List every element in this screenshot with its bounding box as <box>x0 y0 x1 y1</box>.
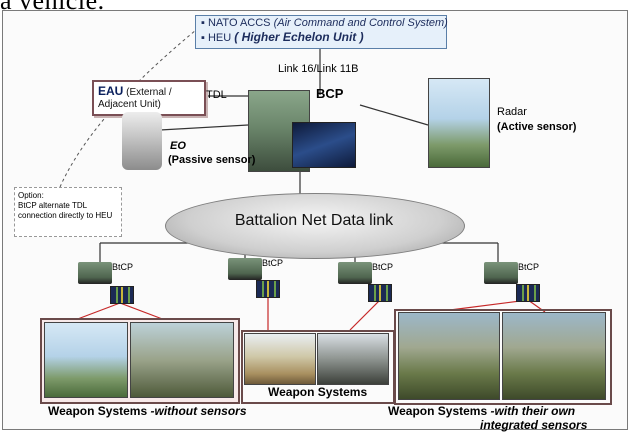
weapons-label-3-note-2: integrated sensors <box>480 418 588 432</box>
bcp-console-image <box>292 122 356 168</box>
eo-subtitle: (Passive sensor) <box>168 154 256 166</box>
btcp-truck-2 <box>228 258 262 280</box>
eo-sensor-image <box>122 112 162 170</box>
heu-label: HEU <box>207 32 232 44</box>
red-link-4a <box>449 299 529 311</box>
radar-line <box>359 104 429 126</box>
weapons-label-3-note: -with their own <box>490 404 576 418</box>
air-defense-tank-image-2 <box>502 312 606 400</box>
btcp-truck-3 <box>338 262 372 284</box>
manpad-soldier-image <box>44 322 128 398</box>
tdl-label: TDL <box>206 89 227 101</box>
eau-detail-2: Adjacent Unit) <box>98 99 161 110</box>
option-note: Option: BtCP alternate TDL connection di… <box>14 187 122 237</box>
btcp-label-2: BtCP <box>262 258 284 268</box>
btcp-console-4 <box>516 284 540 302</box>
red-link-1b <box>119 302 166 321</box>
eo-title: EO <box>170 140 186 152</box>
nato-accs-detail: (Air Command and Control System) <box>273 17 448 29</box>
btcp-label-3: BtCP <box>372 262 394 272</box>
btcp-console-2 <box>256 280 280 298</box>
nato-accs-label: NATO ACCS <box>207 17 271 29</box>
eo-line <box>159 124 249 131</box>
btcp-label-4: BtCP <box>518 262 540 272</box>
radar-title: Radar <box>497 106 527 118</box>
heu-box: ▪ NATO ACCS (Air Command and Control Sys… <box>195 15 448 49</box>
eau-title: EAU <box>98 84 124 98</box>
btcp-label-1: BtCP <box>112 262 134 272</box>
btcp-truck-1 <box>78 262 112 284</box>
heu-detail: ( Higher Echelon Unit ) <box>234 30 364 44</box>
weapons-group-with-sensors <box>394 309 612 405</box>
battalion-network-ellipse <box>165 193 465 259</box>
option-text-1: BtCP alternate TDL <box>18 201 88 210</box>
weapons-label-1: Weapon Systems <box>48 404 151 418</box>
air-defense-tank-image-1 <box>398 312 500 400</box>
option-text-2: connection directly to HEU <box>18 211 113 220</box>
radar-subtitle: (Active sensor) <box>497 121 577 133</box>
light-vehicle-launcher-image <box>130 322 234 398</box>
bcp-label: BCP <box>316 86 344 101</box>
option-title: Option: <box>18 191 44 200</box>
weapons-label-1-note: -without sensors <box>150 404 247 418</box>
radar-image <box>428 78 490 168</box>
red-link-3 <box>349 299 381 331</box>
red-link-1a <box>74 302 121 321</box>
eau-detail-1: (External / <box>126 87 172 98</box>
btcp-truck-4 <box>484 262 518 284</box>
link-label: Link 16/Link 11B <box>278 63 359 75</box>
btcp-console-1 <box>110 286 134 304</box>
battalion-network-label: Battalion Net Data link <box>234 212 394 229</box>
eau-box: EAU (External / Adjacent Unit) <box>92 80 206 116</box>
armored-truck-image <box>317 333 389 385</box>
weapons-label-3: Weapon Systems <box>388 404 491 418</box>
self-propelled-gun-image <box>244 333 316 385</box>
weapons-label-2: Weapon Systems <box>268 385 368 399</box>
btcp-console-3 <box>368 284 392 302</box>
